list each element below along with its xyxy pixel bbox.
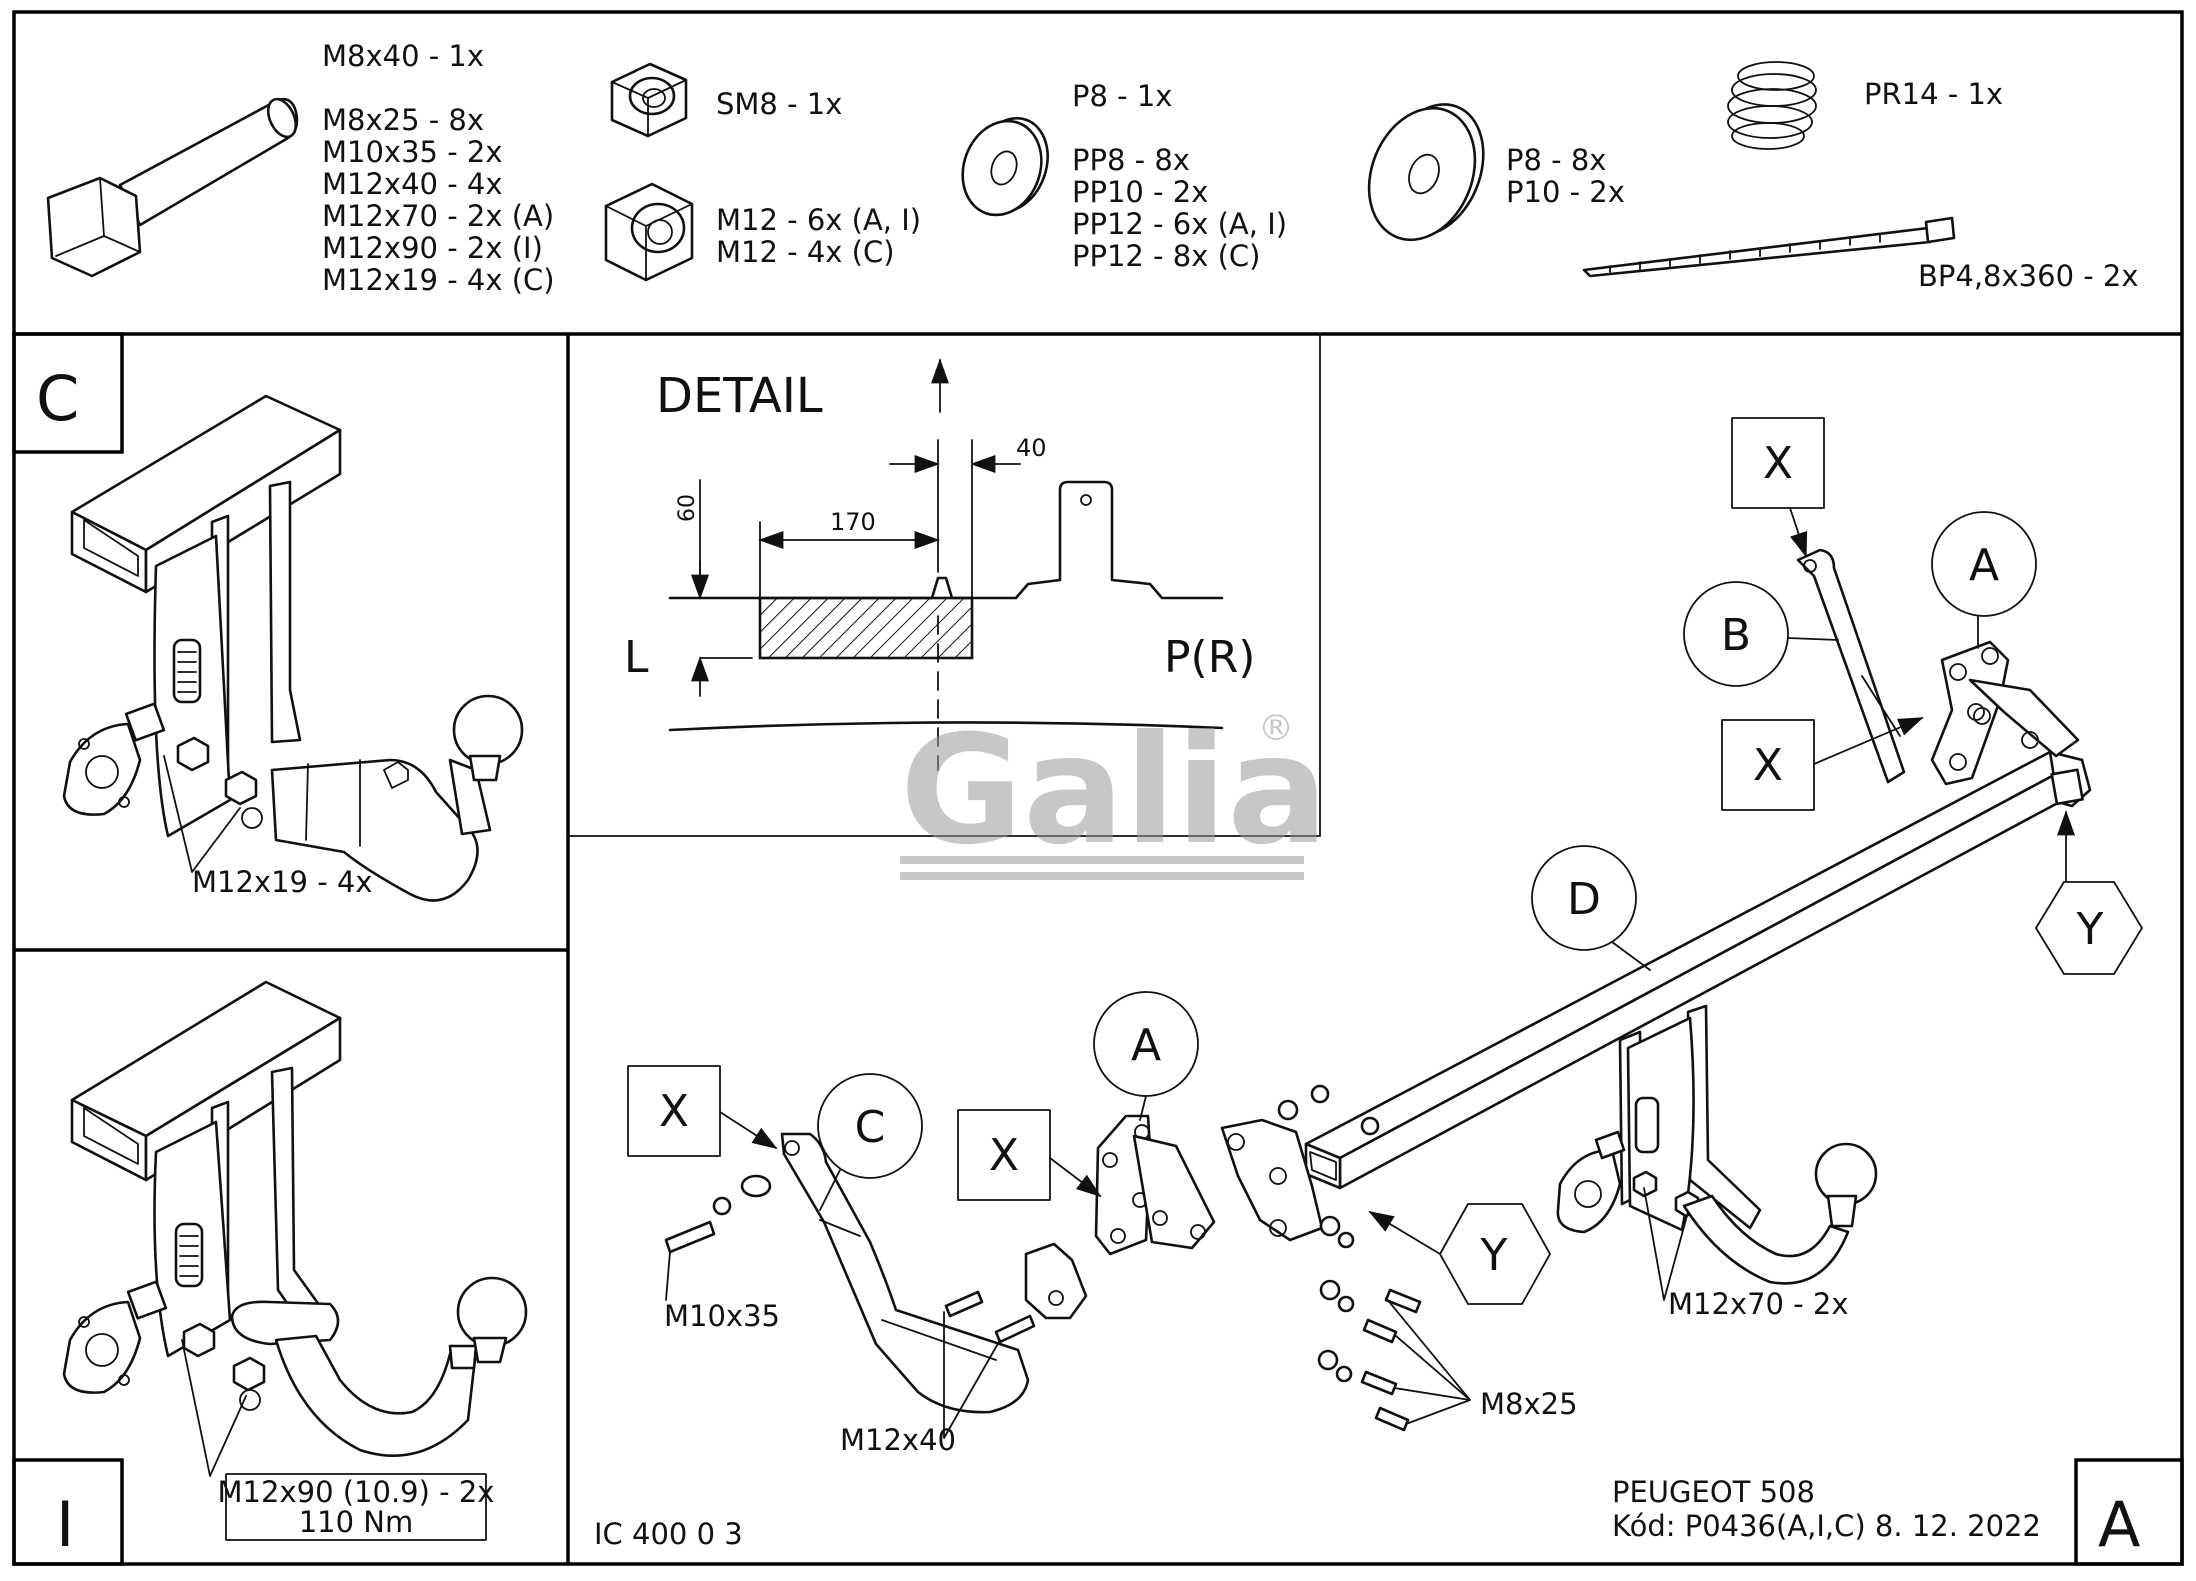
self-lock-nut-label: SM8 - 1x: [716, 87, 842, 121]
panel-c-letter: C: [36, 362, 79, 435]
label-m10x35: M10x35: [664, 1299, 780, 1333]
detail-panel: DETAIL 60 170 40 L P(R): [624, 358, 1255, 771]
callout-boxes: X A B X Y D X C A: [627, 417, 2143, 1305]
washer-list-item: PP12 - 8x (C): [1072, 239, 1261, 273]
detail-title: DETAIL: [656, 368, 823, 424]
callout-x: X: [989, 1130, 1019, 1181]
watermark-registered: ®: [1258, 708, 1294, 749]
washer-large-list: P8 - 8x P10 - 2x: [1506, 143, 1625, 209]
label-m12x40: M12x40: [840, 1423, 956, 1457]
label-m8x25: M8x25: [1480, 1387, 1578, 1421]
dim-40: 40: [1016, 434, 1047, 462]
panel-c-bolt-label: M12x19 - 4x: [192, 865, 373, 899]
bolt-list-item: M12x40 - 4x: [322, 167, 503, 201]
washer-list-item: P8 - 8x: [1506, 143, 1606, 177]
nut-list: M12 - 6x (A, I) M12 - 4x (C): [716, 203, 921, 269]
washer-small-list: P8 - 1x PP8 - 8x PP10 - 2x PP12 - 6x (A,…: [1072, 79, 1287, 273]
panel-c: C: [36, 362, 524, 902]
towbar-assembly-drawing: [664, 548, 2092, 1432]
hex-bolt-icon: [46, 97, 299, 278]
detail-left-label: L: [624, 632, 649, 683]
callout-a: A: [1969, 540, 1999, 591]
washer-list-item: PP10 - 2x: [1072, 175, 1208, 209]
callout-y: Y: [2076, 904, 2104, 955]
nut-list-item: M12 - 6x (A, I): [716, 203, 921, 237]
panel-i-bolt-label: M12x90 (10.9) - 2x: [218, 1475, 495, 1509]
callout-b: B: [1721, 610, 1751, 661]
washer-list-item: P8 - 1x: [1072, 79, 1172, 113]
washer-list-item: PP8 - 8x: [1072, 143, 1190, 177]
panel-i-letter: I: [56, 1488, 74, 1561]
vehicle-model: PEUGEOT 508: [1612, 1475, 1815, 1509]
cable-tie-icon: [1582, 216, 1956, 278]
watermark-logo: Galia: [900, 704, 1328, 878]
nut-list-item: M12 - 4x (C): [716, 235, 895, 269]
torque-box: [225, 1473, 487, 1541]
towbar-variant-c-drawing: [62, 394, 524, 902]
spring-icon: [1727, 61, 1817, 150]
detail-hatched-area: [758, 596, 974, 660]
callout-c: C: [855, 1102, 886, 1153]
callout-y: Y: [1480, 1230, 1508, 1281]
self-locking-nut-icon: [610, 62, 688, 138]
panel-i-torque-label: 110 Nm: [299, 1505, 414, 1539]
title-block: IC 400 0 3 PEUGEOT 508 Kód: P0436(A,I,C)…: [594, 1475, 2041, 1551]
bolt-list: M8x40 - 1x M8x25 - 8x M10x35 - 2x M12x40…: [322, 39, 555, 297]
washer-list-item: PP12 - 6x (A, I): [1072, 207, 1287, 241]
callout-x: X: [1753, 740, 1783, 791]
bolt-list-item: M12x90 - 2x (I): [322, 231, 543, 265]
callout-x: X: [659, 1086, 689, 1137]
dim-170: 170: [830, 508, 876, 536]
cable-tie-label: BP4,8x360 - 2x: [1918, 259, 2139, 293]
washer-list-item: P10 - 2x: [1506, 175, 1625, 209]
main-letter: A: [2098, 1488, 2140, 1561]
bolt-list-item: M8x40 - 1x: [322, 39, 484, 73]
dim-60: 60: [675, 494, 700, 522]
main-assembly-panel: A: [594, 417, 2143, 1561]
washer-icon: [961, 116, 1049, 217]
detail-right-label: P(R): [1164, 632, 1255, 683]
drawing-frames: [12, 10, 2184, 1566]
panel-i: I M12x90 (10.: [56, 980, 528, 1561]
galia-watermark: Galia ®: [900, 704, 1328, 880]
part-labels: M10x35 M12x40 M8x25 M12x70 - 2x: [664, 1287, 1849, 1457]
bolt-list-item: M12x70 - 2x (A): [322, 199, 554, 233]
bolt-list-item: M10x35 - 2x: [322, 135, 503, 169]
label-m12x70: M12x70 - 2x: [1668, 1287, 1849, 1321]
bolt-list-item: M8x25 - 8x: [322, 103, 484, 137]
bolt-list-item: M12x19 - 4x (C): [322, 263, 555, 297]
callout-d: D: [1567, 874, 1601, 925]
towbar-variant-i-drawing: [62, 980, 528, 1477]
part-code-date: Kód: P0436(A,I,C) 8. 12. 2022: [1612, 1509, 2041, 1543]
document-code: IC 400 0 3: [594, 1517, 743, 1551]
callout-a: A: [1131, 1020, 1161, 1071]
spring-label: PR14 - 1x: [1864, 77, 2003, 111]
hardware-list: M8x40 - 1x M8x25 - 8x M10x35 - 2x M12x40…: [46, 39, 2139, 297]
large-washer-icon: [1367, 103, 1485, 242]
callout-x: X: [1763, 438, 1793, 489]
hex-nut-icon: [604, 182, 694, 282]
